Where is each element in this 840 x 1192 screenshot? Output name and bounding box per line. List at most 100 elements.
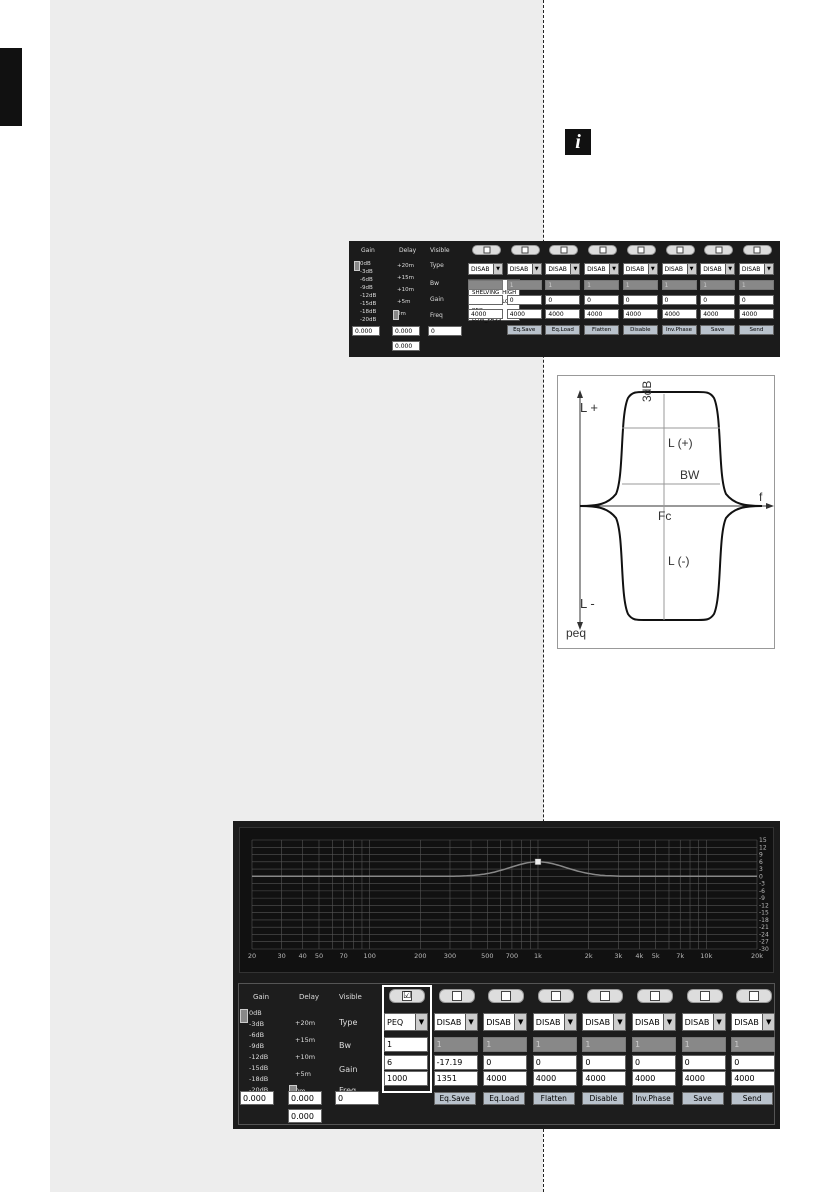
- band-8-gain-field[interactable]: 0: [731, 1055, 776, 1070]
- band-2-freq-field[interactable]: 1351: [433, 1071, 478, 1086]
- band-2-freq-field[interactable]: 4000: [506, 309, 542, 319]
- eq-button-disable[interactable]: Disable: [582, 1092, 625, 1105]
- band-7-freq-field[interactable]: 4000: [681, 1071, 726, 1086]
- band-3-gain-field[interactable]: 0: [545, 295, 581, 305]
- band-6-type-select[interactable]: DISAB▼: [632, 1013, 676, 1031]
- band-5-gain-field[interactable]: 0: [582, 1055, 627, 1070]
- band-2-gain-field[interactable]: -17.19: [433, 1055, 478, 1070]
- band-5-type-select[interactable]: DISAB▼: [622, 263, 658, 275]
- band-5-type-select[interactable]: DISAB▼: [582, 1013, 627, 1031]
- band-4-freq-field[interactable]: 4000: [584, 309, 620, 319]
- band-2-gain-field[interactable]: 0: [506, 295, 542, 305]
- band-8-gain-field[interactable]: 0: [738, 295, 774, 305]
- gain-value-field[interactable]: 0.000: [240, 1091, 274, 1105]
- eq-button-eq-save[interactable]: Eq.Save: [433, 1092, 476, 1105]
- band-2-visible-toggle[interactable]: [438, 989, 475, 1003]
- band-1-visible-toggle[interactable]: ☑: [389, 989, 425, 1003]
- gain-slider-handle[interactable]: [240, 1009, 248, 1023]
- band-1-visible-toggle[interactable]: [472, 245, 501, 255]
- eq-button-eq-load[interactable]: Eq.Load: [483, 1092, 526, 1105]
- band-7-bw-field[interactable]: 1: [681, 1037, 726, 1052]
- band-3-bw-field[interactable]: 1: [483, 1037, 528, 1052]
- band-5-visible-toggle[interactable]: [587, 989, 624, 1003]
- band-3-freq-field[interactable]: 4000: [483, 1071, 528, 1086]
- eq-button-disable[interactable]: Disable: [622, 325, 658, 335]
- delay-slider-handle[interactable]: [393, 310, 399, 320]
- band-6-visible-toggle[interactable]: [637, 989, 673, 1003]
- band-2-visible-toggle[interactable]: [510, 245, 540, 255]
- band-6-type-select[interactable]: DISAB▼: [661, 263, 697, 275]
- eq-button-flatten[interactable]: Flatten: [584, 325, 620, 335]
- eq-button-send[interactable]: Send: [738, 325, 774, 335]
- band-6-freq-field[interactable]: 4000: [632, 1071, 676, 1086]
- band-1-bw-field[interactable]: 1: [384, 1037, 428, 1052]
- eq-button-inv-phase[interactable]: Inv.Phase: [661, 325, 697, 335]
- band-5-visible-toggle[interactable]: [626, 245, 656, 255]
- band-4-type-select[interactable]: DISAB▼: [584, 263, 620, 275]
- band-8-type-select[interactable]: DISAB▼: [731, 1013, 776, 1031]
- band-8-bw-field[interactable]: 1: [731, 1037, 776, 1052]
- band-5-freq-field[interactable]: 4000: [582, 1071, 627, 1086]
- delay-value-field[interactable]: 0.000: [392, 326, 420, 336]
- band-3-bw-field[interactable]: 1: [545, 280, 581, 290]
- band-7-type-select[interactable]: DISAB▼: [681, 1013, 726, 1031]
- band-6-bw-field[interactable]: 1: [661, 280, 697, 290]
- band-4-bw-field[interactable]: 1: [532, 1037, 577, 1052]
- eq-button-save[interactable]: Save: [700, 325, 736, 335]
- dropdown-option[interactable]: LOW_PASS: [472, 317, 502, 323]
- band-1-handle[interactable]: [534, 858, 542, 866]
- band-7-freq-field[interactable]: 4000: [700, 309, 736, 319]
- band-8-bw-field[interactable]: 1: [738, 280, 774, 290]
- band-5-gain-field[interactable]: 0: [622, 295, 658, 305]
- band-1-type-select[interactable]: PEQ▼: [384, 1013, 428, 1031]
- band-3-type-select[interactable]: DISAB▼: [483, 1013, 528, 1031]
- band-6-freq-field[interactable]: 4000: [661, 309, 697, 319]
- band-7-bw-field[interactable]: 1: [700, 280, 736, 290]
- band-8-type-select[interactable]: DISAB▼: [738, 263, 774, 275]
- band-7-type-select[interactable]: DISAB▼: [700, 263, 736, 275]
- band-5-bw-field[interactable]: 1: [582, 1037, 627, 1052]
- eq-button-eq-load[interactable]: Eq.Load: [545, 325, 581, 335]
- band-3-visible-toggle[interactable]: [549, 245, 579, 255]
- band-6-visible-toggle[interactable]: [665, 245, 695, 255]
- band-1-freq-field[interactable]: 1000: [384, 1071, 428, 1086]
- delay-value-field-2[interactable]: 0.000: [288, 1109, 322, 1123]
- band-2-type-select[interactable]: DISAB▼: [506, 263, 542, 275]
- eq-button-flatten[interactable]: Flatten: [532, 1092, 575, 1105]
- band-4-freq-field[interactable]: 4000: [532, 1071, 577, 1086]
- band-7-visible-toggle[interactable]: [686, 989, 723, 1003]
- band-8-freq-field[interactable]: 4000: [731, 1071, 776, 1086]
- band-4-visible-toggle[interactable]: [537, 989, 574, 1003]
- delay-value-field[interactable]: 0.000: [288, 1091, 322, 1105]
- dropdown-option[interactable]: SHELVING_HIGH: [472, 290, 517, 296]
- band-2-type-select[interactable]: DISAB▼: [433, 1013, 478, 1031]
- band-8-visible-toggle[interactable]: [742, 245, 772, 255]
- band-4-gain-field[interactable]: 0: [532, 1055, 577, 1070]
- band-1-freq-field[interactable]: 4000: [468, 309, 503, 319]
- band-8-visible-toggle[interactable]: [736, 989, 773, 1003]
- eq-button-inv-phase[interactable]: Inv.Phase: [632, 1092, 674, 1105]
- band-6-gain-field[interactable]: 0: [632, 1055, 676, 1070]
- band-1-type-select[interactable]: DISAB▼: [468, 263, 503, 275]
- freq-value-field[interactable]: 0: [428, 326, 462, 336]
- band-7-gain-field[interactable]: 0: [700, 295, 736, 305]
- eq-button-save[interactable]: Save: [681, 1092, 724, 1105]
- freq-value-field[interactable]: 0: [335, 1091, 379, 1105]
- band-3-type-select[interactable]: DISAB▼: [545, 263, 581, 275]
- band-4-gain-field[interactable]: 0: [584, 295, 620, 305]
- band-4-visible-toggle[interactable]: [588, 245, 618, 255]
- band-2-bw-field[interactable]: 1: [433, 1037, 478, 1052]
- eq-button-send[interactable]: Send: [731, 1092, 774, 1105]
- band-2-bw-field[interactable]: 1: [506, 280, 542, 290]
- gain-slider-handle[interactable]: [354, 261, 360, 271]
- gain-value-field[interactable]: 0.000: [352, 326, 380, 336]
- band-6-gain-field[interactable]: 0: [661, 295, 697, 305]
- band-6-bw-field[interactable]: 1: [632, 1037, 676, 1052]
- band-7-gain-field[interactable]: 0: [681, 1055, 726, 1070]
- band-5-bw-field[interactable]: 1: [622, 280, 658, 290]
- band-1-bw-field[interactable]: [468, 280, 503, 290]
- band-1-gain-field[interactable]: 6: [384, 1055, 428, 1070]
- band-4-type-select[interactable]: DISAB▼: [532, 1013, 577, 1031]
- band-1-gain-field[interactable]: [468, 295, 503, 305]
